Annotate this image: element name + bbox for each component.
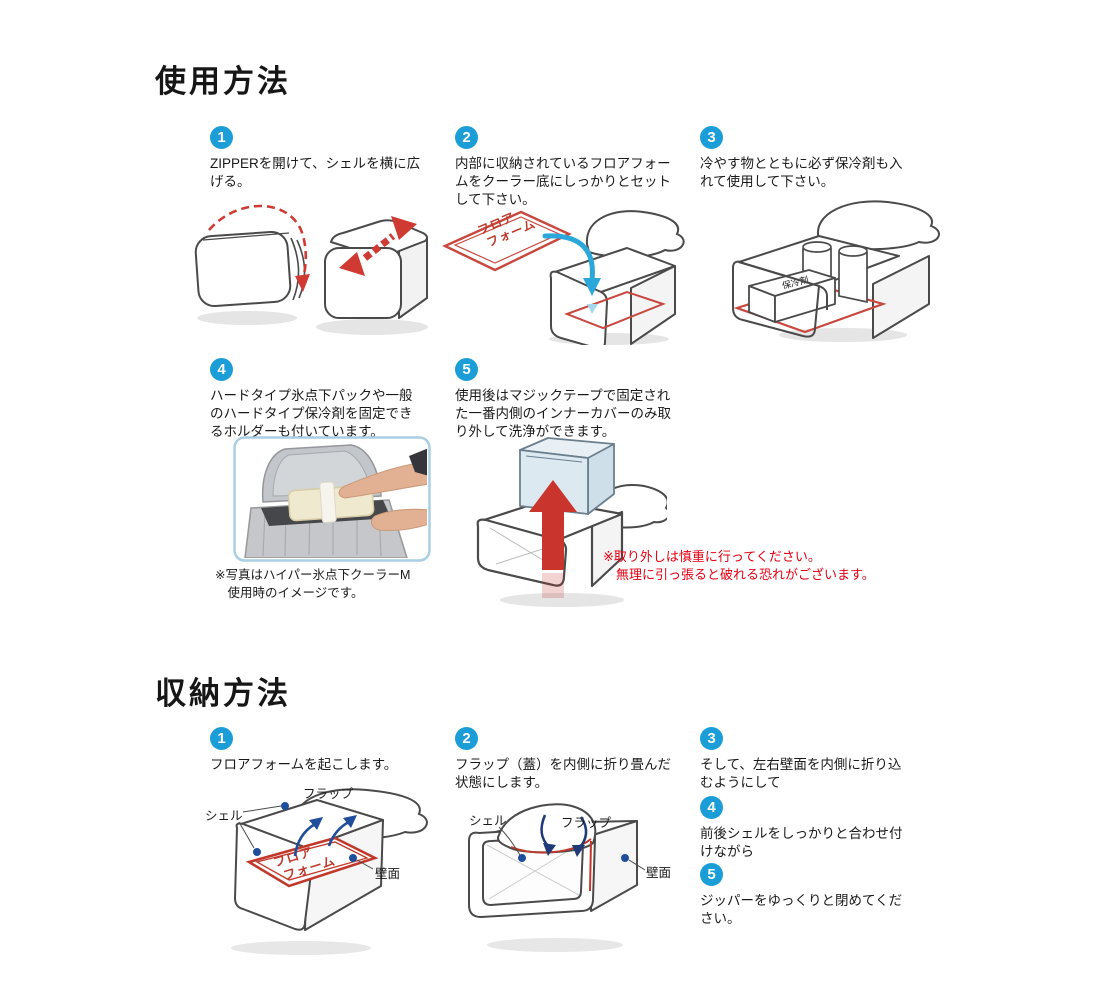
storage-step1-illustration: フロア フォーム シェル フラップ 壁面 [205,787,428,955]
arrowhead [309,817,323,830]
wall-label: 壁面 [375,866,400,881]
front-wall-drawing [732,260,828,338]
removal-warning-text: ※取り外しは慎重に行ってください。 無理に引っ張ると破れる恐れがございます。 [603,549,875,583]
step-number-badge: 4 [700,796,723,819]
step-number-badge: 2 [455,126,478,149]
callout-line [498,826,521,856]
callout-dot [253,848,261,856]
step-number-badge: 5 [700,863,723,886]
step-text: 使用後はマジックテープで固定され た一番内側のインナーカバーのみ取 り外して洗浄… [455,388,671,440]
step-number-badge: 4 [210,358,233,381]
callout-dot [349,854,357,862]
step-number-badge: 1 [210,126,233,149]
usage-step-2: 2 内部に収納されているフロアフォー ムをクーラー底にしっかりとセット して下さ… [455,126,703,210]
storage-step-2: 2 フラップ（蓋）を内側に折り畳んだ 状態にします。 [455,727,703,792]
shadow [197,311,297,325]
step-text: ZIPPERを開けて、シェルを横に広 げる。 [210,156,421,190]
usage-step-3: 3 冷やす物とともに必ず保冷剤も入 れて使用して下さい。 [700,126,948,191]
storage-step-4: 4 前後シェルをしっかりと合わせ付 けながら [700,796,948,861]
arrowhead [572,845,585,857]
step-text: ジッパーをゆっくりと閉めてくだ さい。 [700,893,903,927]
flap-edge-red [510,838,592,892]
step-text: ハードタイプ氷点下パックや一般 のハードタイプ保冷剤を固定でき るホルダーも付い… [210,388,413,440]
photo-caption: ※写真はハイパー氷点下クーラーM 使用時のイメージです。 [215,568,411,601]
shell-label: シェル [205,809,243,823]
step-number-badge: 2 [455,727,478,750]
lift-arrow-fade [542,573,564,598]
shadow [231,941,371,955]
usage-step5-illustration [476,437,667,607]
callout-dot [281,802,289,810]
storage-step-5: 5 ジッパーをゆっくりと閉めてくだ さい。 [700,863,948,928]
floor-foam-panel: フロア フォーム [442,210,572,272]
callout-line [628,859,646,871]
callout-dot [518,854,526,862]
callout-dot [621,854,629,862]
shadow [487,938,623,952]
step-number-badge: 1 [210,727,233,750]
zipper-open-dashed-arrow [208,204,308,279]
storage-step-1: 1 フロアフォームを起こします。 [210,727,458,774]
usage-step-5: 5 使用後はマジックテープで固定され た一番内側のインナーカバーのみ取 り外して… [455,358,703,442]
storage-section-title: 収納方法 [155,676,291,711]
arrowhead [583,278,601,296]
usage-section-title: 使用方法 [155,64,291,99]
callout-line [238,805,282,849]
storage-step-3: 3 そして、左右壁面を内側に折り込 むようにして [700,727,948,792]
shadow [500,593,624,607]
arrowhead-faded [587,304,598,314]
arrowhead [543,843,556,856]
shell-label: シェル [469,814,507,828]
expand-double-arrow [339,216,417,276]
usage-step-1: 1 ZIPPERを開けて、シェルを横に広 げる。 [210,126,458,191]
photo-content [244,444,427,558]
lift-arrow-red [529,480,577,570]
shadow [316,319,428,335]
ice-pack-drawing [748,269,836,323]
storage-step2-illustration: シェル フラップ 壁面 [468,803,671,952]
expanded-cooler-drawing [324,219,429,319]
floor-outline-red [564,290,666,330]
step-text: 冷やす物とともに必ず保冷剤も入 れて使用して下さい。 [700,156,903,190]
usage-step1-illustration [194,204,429,335]
flap-drawing [816,200,940,251]
folded-cooler-drawing [194,230,306,308]
usage-step2-illustration: フロア フォーム [442,210,685,345]
step-text: そして、左右壁面を内側に折り込 むようにして [700,757,902,791]
cooler-box-drawing [549,247,676,345]
arrowhead [343,815,357,828]
step-text: 内部に収納されているフロアフォー ムをクーラー底にしっかりとセット して下さい。 [455,156,671,208]
flap-label: フラップ [561,816,612,830]
raise-arrow [293,822,316,857]
step-text: 前後シェルをしっかりと合わせ付 けながら [700,826,903,860]
usage-step4-photo [233,436,431,562]
wall-label: 壁面 [646,865,671,880]
flap-label: フラップ [303,787,354,801]
callout-line [356,859,374,870]
step-number-badge: 5 [455,358,478,381]
step-number-badge: 3 [700,126,723,149]
usage-step-4: 4 ハードタイプ氷点下パックや一般 のハードタイプ保冷剤を固定でき るホルダーも… [210,358,458,442]
step-text: フロアフォームを起こします。 [210,757,398,772]
step-number-badge: 3 [700,727,723,750]
raise-arrow [327,820,350,847]
insert-arrow-blue [542,233,595,283]
folded-flap-drawing [497,803,597,854]
step-text: フラップ（蓋）を内側に折り畳んだ 状態にします。 [455,757,671,791]
bottles-drawing [802,241,868,304]
cooler-box-drawing [468,820,638,918]
usage-step3-illustration: 保冷剤 [732,200,940,342]
arrowhead [295,274,310,292]
